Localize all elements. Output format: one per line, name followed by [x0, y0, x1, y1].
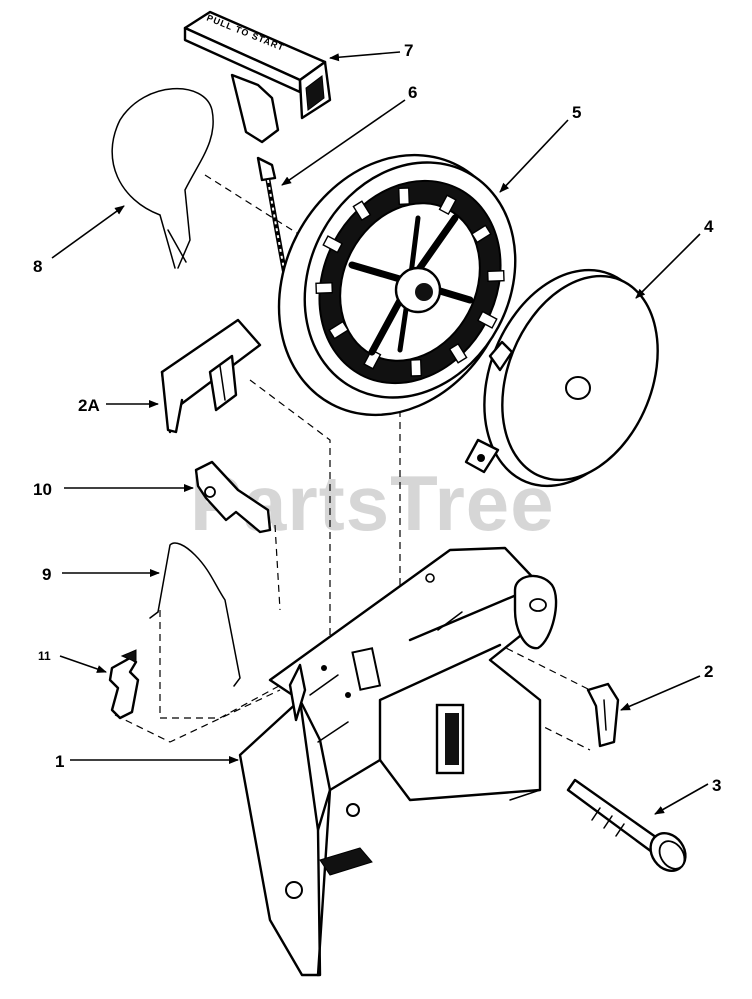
callout-labels: 7 6 5 4 8 2A 10 9 11 1 2 3 — [33, 41, 721, 795]
pulley-gear-part-5 — [277, 153, 517, 417]
callout-2: 2 — [704, 662, 713, 681]
callout-10: 10 — [33, 480, 52, 499]
clip-part-11 — [108, 649, 140, 720]
callout-5: 5 — [572, 103, 581, 122]
small-clip-part-2 — [586, 682, 620, 748]
callout-leaders — [51, 51, 709, 815]
bracket-tab-part-10 — [194, 460, 272, 534]
spring-housing-part-4 — [464, 268, 659, 488]
retainer-plate-part-2a — [160, 318, 262, 434]
callout-3: 3 — [712, 776, 721, 795]
mounting-bracket-part-1 — [238, 546, 558, 977]
gear-teeth — [315, 187, 505, 377]
shoulder-pin-part-3 — [566, 778, 687, 872]
callout-4: 4 — [704, 217, 714, 236]
bracket-slots — [309, 611, 541, 801]
callout-2a: 2A — [78, 396, 100, 415]
callout-9: 9 — [42, 565, 51, 584]
wire-link-part-9 — [149, 542, 241, 687]
callout-7: 7 — [404, 41, 413, 60]
callout-1: 1 — [55, 752, 64, 771]
callout-8: 8 — [33, 257, 42, 276]
starter-handle-part-7: PULL TO START — [183, 10, 332, 144]
callout-11: 11 — [38, 649, 51, 663]
callout-6: 6 — [408, 83, 417, 102]
wire-spring-part-8 — [111, 88, 214, 269]
